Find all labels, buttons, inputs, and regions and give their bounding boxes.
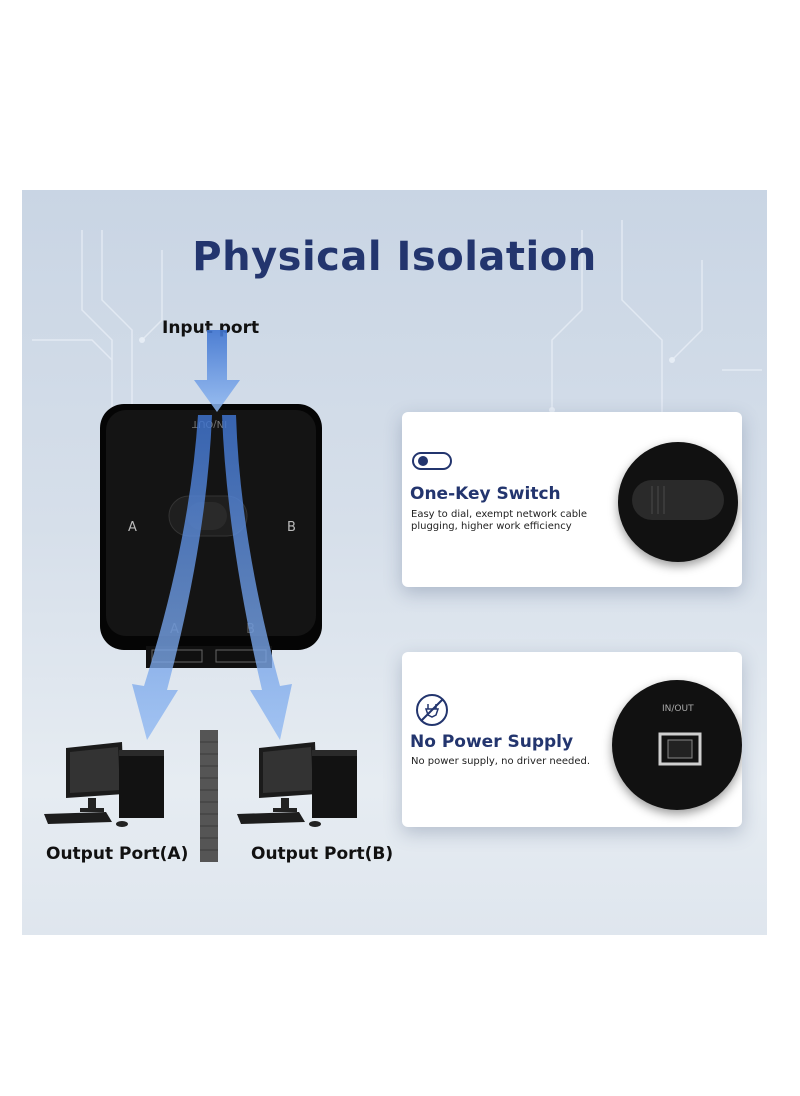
isolation-wall-icon bbox=[200, 730, 218, 862]
computer-a-icon bbox=[44, 742, 164, 827]
page-title: Physical Isolation bbox=[192, 234, 597, 280]
no-power-plug-icon bbox=[416, 694, 448, 726]
feature-name: No Power Supply bbox=[410, 732, 574, 752]
feature-description: No power supply, no driver needed. bbox=[411, 756, 591, 767]
feature-name: One-Key Switch bbox=[410, 484, 561, 504]
closeup-inout-text: IN/OUT bbox=[662, 704, 694, 714]
signal-arrows bbox=[132, 330, 292, 740]
port-closeup-image: IN/OUT bbox=[612, 680, 742, 810]
arrow-to-b bbox=[222, 415, 292, 740]
switch-closeup-image bbox=[618, 442, 738, 562]
input-port-label: Input port bbox=[162, 318, 260, 338]
switch-device bbox=[100, 404, 322, 668]
device-side-a: A bbox=[128, 520, 137, 535]
infographic-panel: Physical Isolation Input port IN/OUT A B… bbox=[22, 190, 767, 935]
device-side-b: B bbox=[287, 520, 296, 535]
feature-card-one-key-switch: One-Key Switch Easy to dial, exempt netw… bbox=[402, 412, 742, 587]
toggle-switch-icon bbox=[412, 452, 452, 470]
feature-card-no-power-supply: No Power Supply No power supply, no driv… bbox=[402, 652, 742, 827]
output-port-a-label: Output Port(A) bbox=[46, 844, 189, 864]
input-arrow bbox=[194, 330, 240, 412]
feature-description: Easy to dial, exempt network cable plugg… bbox=[411, 509, 587, 532]
arrow-to-a bbox=[132, 415, 212, 740]
output-port-b-label: Output Port(B) bbox=[251, 844, 394, 864]
computer-b-icon bbox=[237, 742, 357, 827]
